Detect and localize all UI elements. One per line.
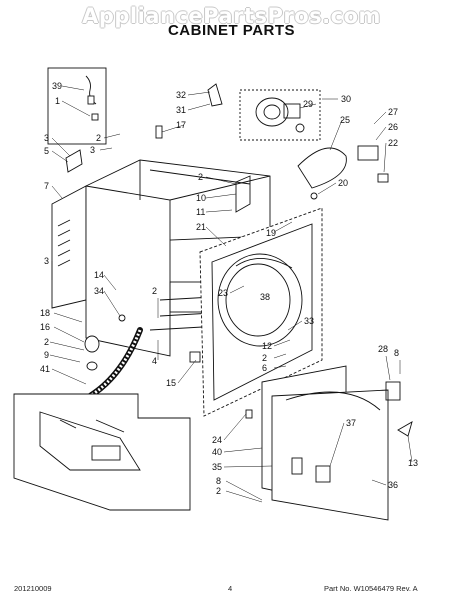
page-title: CABINET PARTS xyxy=(167,22,296,39)
callout-32: 32 xyxy=(176,90,186,100)
inset-box-harness xyxy=(47,67,107,145)
callout-2: 2 xyxy=(96,133,101,143)
callout-23: 23 xyxy=(218,288,228,298)
callout-7: 7 xyxy=(44,181,49,191)
callout-10: 10 xyxy=(196,193,206,203)
callout-2b: 2 xyxy=(44,337,49,347)
callout-8b: 8 xyxy=(216,476,221,486)
callout-11: 11 xyxy=(196,207,205,217)
callout-2e: 2 xyxy=(262,353,267,363)
callout-13: 13 xyxy=(408,458,418,468)
callout-17: 17 xyxy=(176,120,186,130)
callout-24: 24 xyxy=(212,435,222,445)
footer-code: 201210009 xyxy=(14,584,52,593)
footer-page-number: 4 xyxy=(228,584,233,593)
footer-part-number: Part No. W10546479 Rev. A xyxy=(324,584,418,593)
callout-27: 27 xyxy=(388,107,398,117)
callout-38: 38 xyxy=(260,292,270,302)
callout-3b: 3 xyxy=(90,145,95,155)
callout-25: 25 xyxy=(340,115,350,125)
callout-3c: 3 xyxy=(44,256,49,266)
callout-21: 21 xyxy=(196,222,206,232)
callout-36: 36 xyxy=(388,480,398,490)
callout-6: 6 xyxy=(262,363,267,373)
callout-2c: 2 xyxy=(152,286,157,296)
callout-35: 35 xyxy=(212,462,222,472)
callout-16: 16 xyxy=(40,322,50,332)
callout-12: 12 xyxy=(262,341,272,351)
callout-30: 30 xyxy=(341,94,351,104)
callout-8: 8 xyxy=(394,348,399,358)
callout-19: 19 xyxy=(266,228,276,238)
callout-5: 5 xyxy=(44,146,49,156)
inset-box-motor xyxy=(239,89,321,141)
callout-labels: 39 1 3 2 17 5 3 7 3 18 16 2 9 41 14 34 2… xyxy=(40,81,418,496)
callout-39: 39 xyxy=(52,81,62,91)
callout-1: 1 xyxy=(55,96,60,106)
callout-14: 14 xyxy=(94,270,104,280)
callout-2f: 2 xyxy=(216,486,221,496)
callout-4: 4 xyxy=(152,356,157,366)
watermark: AppliancePartsPros.com xyxy=(82,4,381,28)
callout-26: 26 xyxy=(388,122,398,132)
callout-31: 31 xyxy=(176,105,186,115)
callout-34: 34 xyxy=(94,286,104,296)
callout-3: 3 xyxy=(44,133,49,143)
callout-37: 37 xyxy=(346,418,356,428)
callout-18: 18 xyxy=(40,308,50,318)
callout-28: 28 xyxy=(378,344,388,354)
callout-29: 29 xyxy=(303,99,313,109)
callout-33: 33 xyxy=(304,316,314,326)
callout-20: 20 xyxy=(338,178,348,188)
callout-15: 15 xyxy=(166,378,176,388)
callout-40: 40 xyxy=(212,447,222,457)
callout-9: 9 xyxy=(44,350,49,360)
callout-41: 41 xyxy=(40,364,50,374)
callout-22: 22 xyxy=(388,138,398,148)
callout-2d: 2 xyxy=(198,172,203,182)
